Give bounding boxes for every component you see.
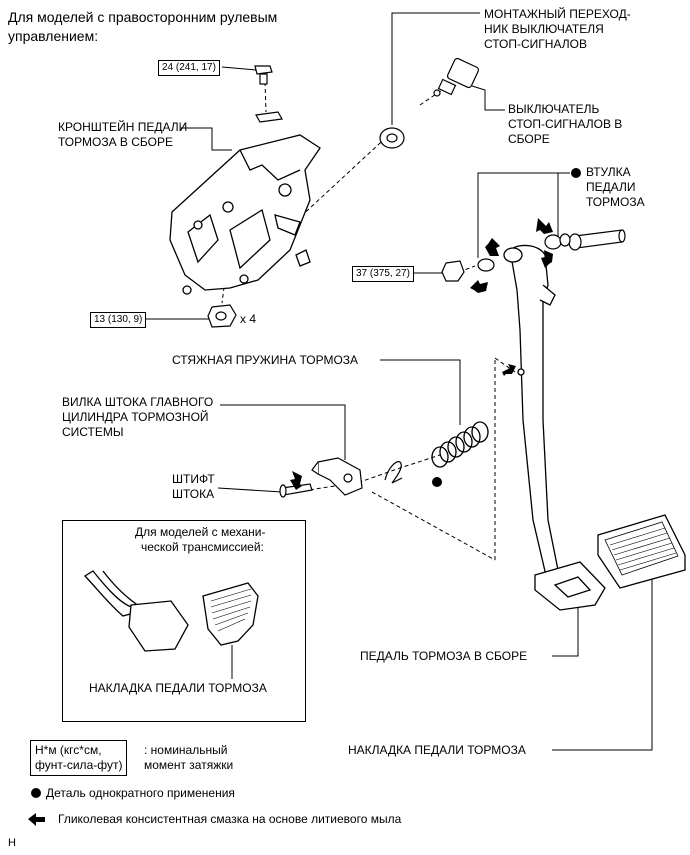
grease-arrows — [290, 218, 553, 490]
legend-unit-desc-1: : номинальный — [144, 743, 228, 757]
inset-pad-label: НАКЛАДКА ПЕДАЛИ ТОРМОЗА — [89, 681, 267, 695]
legend-single-use-dot — [31, 788, 41, 798]
header-line-1: Для моделей с правосторонним рулевым — [8, 9, 278, 25]
label-spring: СТЯЖНАЯ ПРУЖИНА ТОРМОЗА — [172, 353, 359, 367]
label-bushing-3: ТОРМОЗА — [586, 195, 645, 209]
figure-code: H — [8, 837, 16, 849]
pedal-shaft-bolt — [568, 229, 626, 251]
legend-unit-line-1: Н*м (кгс*см, — [35, 743, 102, 757]
legend-grease-arrow — [28, 813, 45, 826]
clevis-clip — [384, 461, 403, 484]
label-pin-1: ШТИФТ — [172, 472, 215, 486]
label-pedal: ПЕДАЛЬ ТОРМОЗА В СБОРЕ — [360, 649, 528, 663]
label-bushing-2: ПЕДАЛИ — [586, 180, 636, 194]
label-pin-2: ШТОКА — [172, 487, 215, 501]
bushings — [477, 233, 571, 272]
label-switch-1: ВЫКЛЮЧАТЕЛЬ — [508, 102, 600, 116]
bracket-bolt — [254, 65, 273, 85]
label-bracket-2: ТОРМОЗА В СБОРЕ — [58, 135, 173, 149]
stop-light-switch — [433, 57, 480, 97]
label-clevis-1: ВИЛКА ШТОКА ГЛАВНОГО — [62, 395, 214, 409]
label-bushing-1: ВТУЛКА — [586, 165, 631, 179]
brake-pedal-pad — [597, 514, 686, 589]
label-switch-2: СТОП-СИГНАЛОВ В — [508, 117, 623, 131]
label-clevis-3: СИСТЕМЫ — [62, 425, 124, 439]
label-pad: НАКЛАДКА ПЕДАЛИ ТОРМОЗА — [348, 743, 526, 757]
label-bracket-1: КРОНШТЕЙН ПЕДАЛИ — [58, 120, 188, 134]
label-switch-holder-3: СТОП-СИГНАЛОВ — [484, 37, 587, 51]
inset-title-line-1: Для моделей с механи- — [135, 525, 266, 539]
brake-pedal-bracket — [169, 134, 321, 295]
legend-unit-line-2: фунт-сила-фут) — [35, 758, 123, 772]
label-switch-holder-2: НИК ВЫКЛЮЧАТЕЛЯ — [484, 22, 604, 36]
legend-single-use-text: Деталь однократного применения — [46, 786, 235, 800]
bracket-nut — [255, 111, 283, 123]
pedal-foot — [534, 561, 606, 611]
label-switch-holder-1: МОНТАЖНЫЙ ПЕРЕХОД- — [484, 7, 631, 21]
torque-box-bolt: 24 (241, 17) — [158, 60, 220, 76]
switch-holder — [379, 127, 405, 149]
label-clevis-2: ЦИЛИНДРА ТОРМОЗНОЙ — [62, 410, 209, 424]
bracket-mounting-nut — [207, 304, 237, 328]
legend-unit-desc-2: момент затяжки — [144, 758, 234, 772]
pedal-shaft-nut — [441, 260, 465, 282]
quantity-x4: x 4 — [240, 312, 257, 326]
brake-pedal-arm — [503, 244, 561, 585]
header-line-2: управлением: — [8, 28, 99, 44]
single-use-dots — [432, 168, 581, 487]
torque-box-bracket-nut: 13 (130, 9) — [90, 312, 147, 328]
legend-unit-box: Н*м (кгс*см, фунт-сила-фут) — [30, 740, 128, 776]
pad-texture — [609, 527, 677, 571]
manual-transmission-inset: Для моделей с механи- ческой трансмиссие… — [62, 520, 306, 722]
inset-title-line-2: ческой трансмиссией: — [141, 540, 264, 554]
master-cylinder-push-rod-clevis — [311, 457, 363, 496]
torque-box-pedal-nut: 37 (375, 27) — [352, 266, 414, 282]
return-spring — [431, 421, 489, 468]
label-switch-3: СБОРЕ — [508, 132, 550, 146]
legend-grease-text: Гликолевая консистентная смазка на основ… — [58, 812, 402, 826]
